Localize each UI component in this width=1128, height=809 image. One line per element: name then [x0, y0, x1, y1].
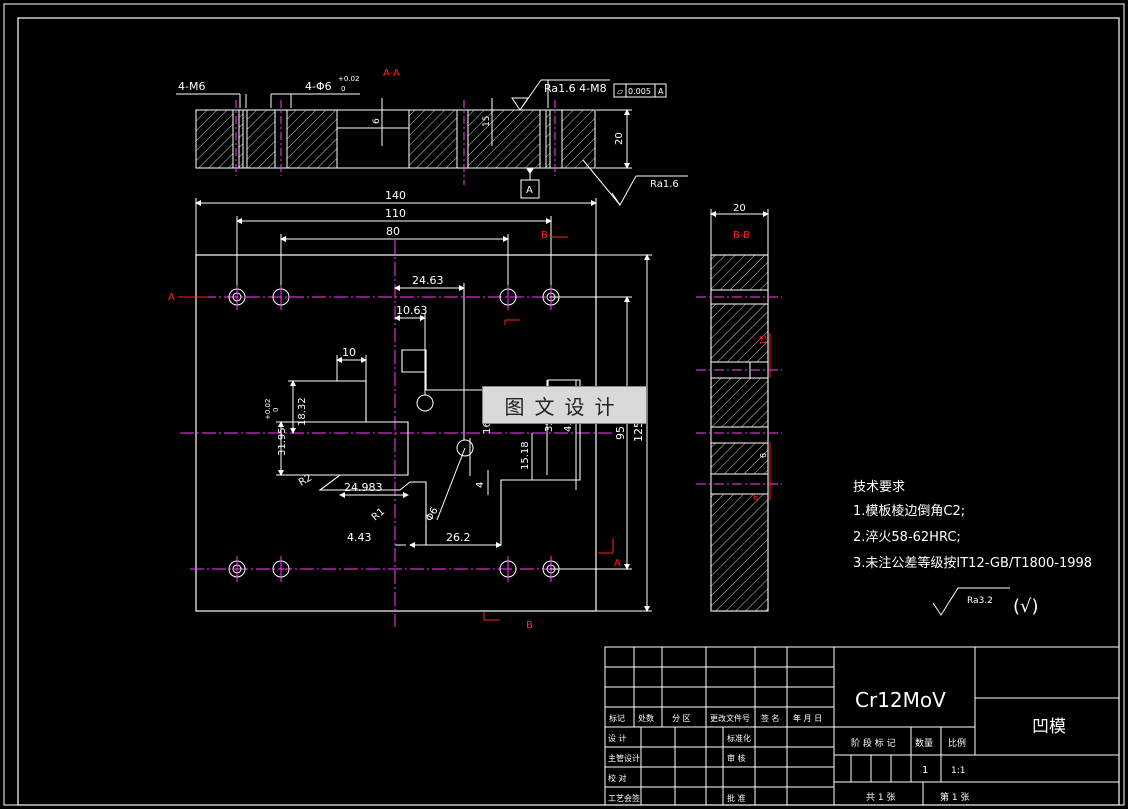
watermark-text: 图文设计 [504, 394, 625, 419]
header-col-2: 分 区 [672, 714, 691, 723]
flatness-symbol: ⏥ [617, 87, 624, 96]
dim-r1: R1 [370, 506, 387, 523]
callout-ra-m8: Ra1.6 4-M8 [544, 82, 607, 95]
flatness-value: 0.005 [628, 87, 651, 96]
section-marker-b-bottom: B [526, 620, 533, 631]
section-aa-title: A-A [383, 68, 400, 79]
section-marker-a-right: A [614, 558, 621, 569]
scale-value: 1:1 [951, 766, 965, 776]
ra-bottom: Ra1.6 [650, 179, 679, 190]
dim-aa-15: 15 [482, 116, 492, 127]
dim-10-63: 10.63 [396, 304, 428, 317]
dim-aa-20: 20 [614, 132, 625, 145]
section-aa: A-A 4-M6 4-Φ6 +0.02 0 6 15 [176, 68, 688, 206]
header-col-5: 年 月 日 [793, 713, 822, 723]
roughness-value: Ra3.2 [967, 596, 993, 606]
dim-24-63: 24.63 [412, 274, 444, 287]
header-col-0: 标记 [609, 713, 625, 723]
quantity-value: 1 [922, 765, 928, 776]
inner-frame [17, 17, 1120, 806]
part-name: 凹模 [1032, 717, 1066, 737]
tech-req-item-1: 1.模板棱边倒角C2; [853, 503, 965, 519]
callout-m6: 4-M6 [178, 80, 205, 93]
tech-req-item-2: 2.淬火58-62HRC; [853, 530, 961, 545]
callout-phi6: 4-Φ6 [305, 80, 332, 93]
dim-10: 10 [342, 346, 356, 359]
dim-bb-6: 6 [759, 453, 768, 458]
quantity-label: 数量 [915, 737, 933, 749]
dim-125: 125 [632, 421, 645, 442]
dim-35: 35 [544, 419, 555, 432]
tol-upper: +0.02 [338, 75, 359, 83]
dim-110: 110 [385, 207, 406, 220]
header-col-1: 处数 [638, 713, 654, 723]
dim-phi6: Φ6 [424, 506, 441, 524]
title-block-text: Cr12MoV 凹模 标记 处数 分 区 更改文件号 签 名 年 月 日 设 计… [608, 688, 1066, 803]
scale-label: 比例 [948, 737, 966, 749]
mid-label-3: 批 准 [727, 793, 746, 803]
tech-req-item-3: 3.未注公差等级按IT12-GB/T1800-1998 [853, 555, 1092, 571]
dim-4-3: 4.3 [563, 416, 574, 432]
dim-140: 140 [385, 189, 406, 202]
tol-31-95-lower: 0 [272, 408, 280, 412]
section-bb: B-B 20 15 6 6 [696, 203, 782, 612]
dim-16: 16 [482, 421, 493, 434]
dim-15-18: 15.18 [520, 441, 531, 470]
dim-aa-6: 6 [372, 118, 382, 124]
header-col-3: 更改文件号 [710, 713, 750, 723]
row-label-2: 校 对 [608, 773, 627, 783]
roughness-icon [932, 587, 1010, 616]
tech-requirements: 技术要求 1.模板棱边倒角C2; 2.淬火58-62HRC; 3.未注公差等级按… [853, 480, 1092, 617]
sheets-total: 共 1 张 [866, 792, 895, 803]
row-label-3: 工艺会签 [608, 793, 640, 803]
watermark-badge: 图文设计 [482, 386, 647, 424]
dim-31-95: 31.95 [277, 427, 288, 456]
dim-bb-15: 15 [759, 335, 768, 345]
section-marker-a-left: A [168, 292, 175, 303]
header-col-4: 签 名 [761, 713, 780, 723]
tech-req-heading: 技术要求 [853, 480, 905, 495]
material-label: Cr12MoV [855, 688, 946, 712]
mid-label-0: 标准化 [727, 733, 751, 743]
section-marker-b-top: B [541, 230, 548, 241]
dim-24-983: 24.983 [344, 481, 383, 494]
tol-31-95-upper: +0.02 [264, 399, 272, 420]
plate-outline [195, 254, 597, 612]
title-block [604, 646, 1120, 806]
tol-lower: 0 [341, 85, 345, 93]
section-bb-title: B-B [733, 230, 750, 241]
dim-4: 4 [475, 482, 486, 488]
roughness-other: (√) [1013, 596, 1039, 617]
dim-95: 95 [614, 426, 627, 440]
dim-bb-6b: 6 [753, 493, 758, 502]
cavity-outline [318, 349, 581, 546]
dim-18-32: 18.32 [297, 397, 308, 426]
row-label-1: 主管设计 [608, 753, 640, 763]
datum-a: A [526, 185, 533, 196]
row-label-0: 设 计 [608, 733, 627, 743]
dim-26-2: 26.2 [446, 531, 471, 544]
mid-label-1: 审 核 [727, 753, 746, 763]
flatness-datum: A [658, 87, 664, 96]
dim-bb-20: 20 [733, 203, 746, 214]
sheet-number: 第 1 张 [940, 791, 969, 803]
dim-4-43: 4.43 [347, 531, 372, 544]
plan-view: 140 110 80 24.63 10.63 10 18.32 31.95 +0… [168, 189, 652, 631]
dim-80: 80 [386, 225, 400, 238]
stage-label: 阶 段 标 记 [851, 737, 896, 749]
